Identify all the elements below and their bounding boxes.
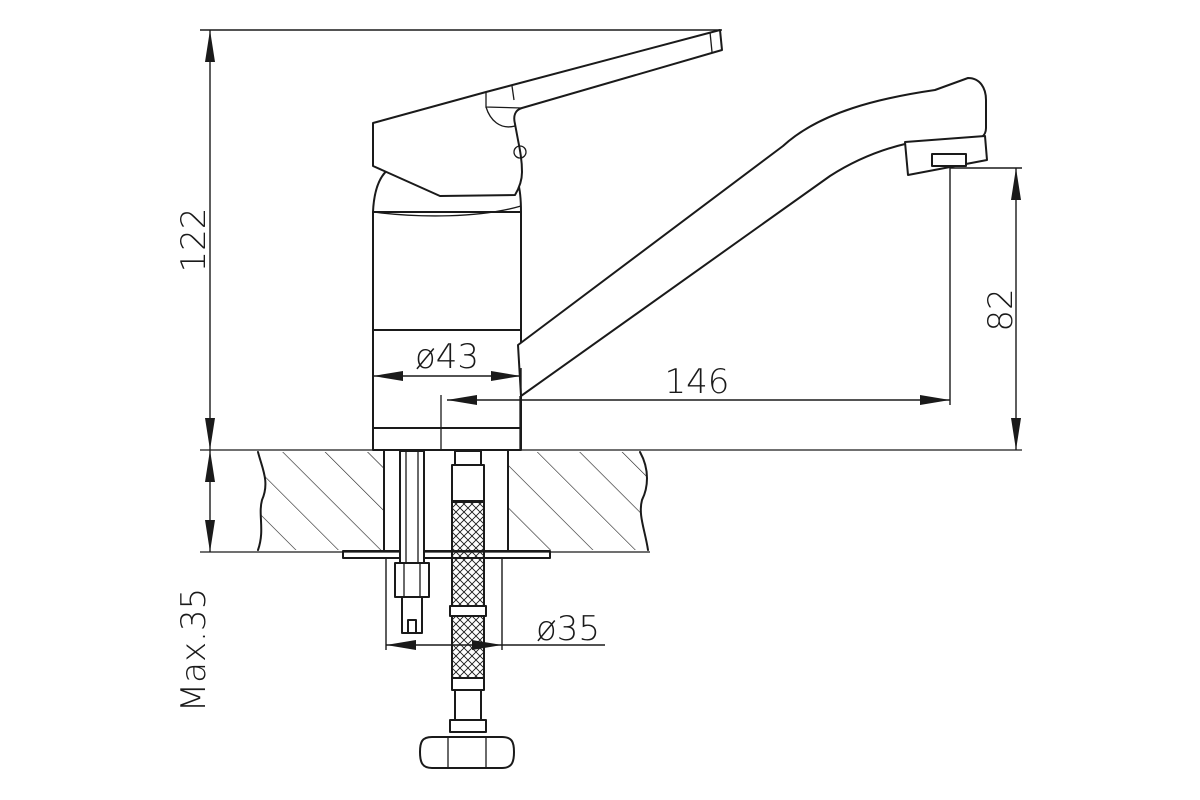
dimension-hole-diameter: ø35: [385, 558, 605, 650]
dimension-max-thickness: Max.35: [174, 450, 215, 712]
dimension-spout-height: 82: [950, 167, 1022, 450]
dimension-label-o43: ø43: [415, 337, 479, 377]
dimension-label-146: 146: [665, 362, 730, 402]
faucet-spout: [517, 77, 988, 450]
dimension-label-max35: Max.35: [174, 588, 214, 712]
dimension-label-122: 122: [174, 208, 214, 273]
dimension-label-o35: ø35: [536, 609, 600, 649]
dimension-height-total: 122: [174, 29, 722, 450]
faucet-body: [372, 165, 522, 451]
dimension-body-diameter: ø43: [372, 337, 522, 440]
dimension-spout-reach: 146: [447, 168, 951, 405]
lever-handle: [372, 29, 723, 197]
dimension-label-82: 82: [981, 288, 1021, 331]
mounting-stud: [394, 450, 430, 634]
